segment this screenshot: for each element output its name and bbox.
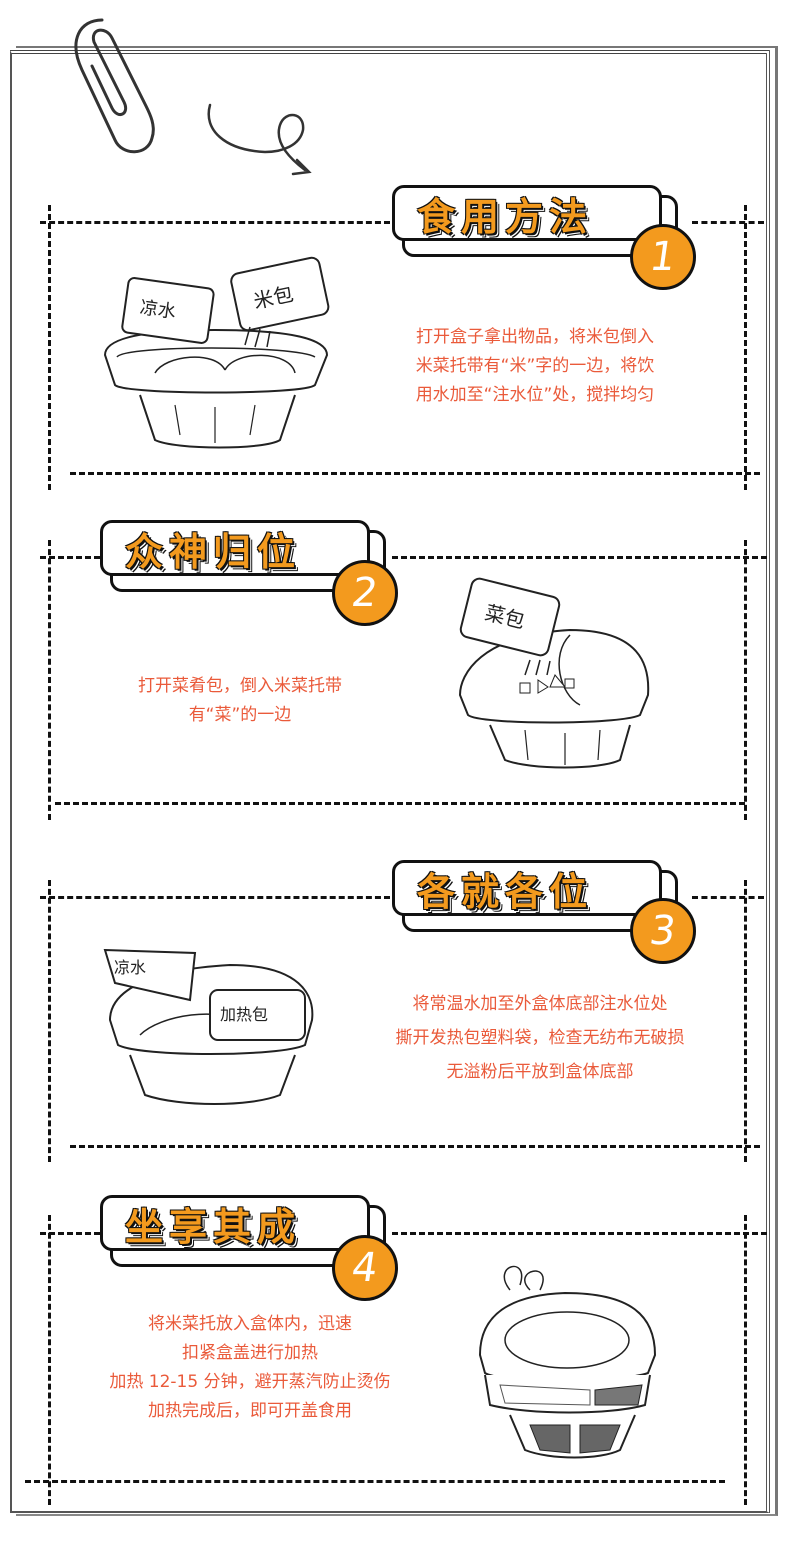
step-3-title-card: 各就各位 <box>392 860 678 932</box>
step-4-title: 坐享其成 <box>125 1204 302 1249</box>
bowl-heating-pack-illustration: 凉水 加热包 <box>103 948 314 1105</box>
step-4-number-badge: 4 <box>332 1235 398 1301</box>
svg-text:加热包: 加热包 <box>220 1005 268 1024</box>
step-1-title-card: 食用方法 <box>392 185 678 257</box>
paper-frame <box>10 50 770 1513</box>
step-2-number-badge: 2 <box>332 560 398 626</box>
step-2-description: 打开菜肴包，倒入米菜托带 有“菜”的一边 <box>138 676 342 725</box>
step-3-description: 将常温水加至外盒体底部注水位处 撕开发热包塑料袋，检查无纺布无破损 无溢粉后平放… <box>395 994 685 1082</box>
step-4-description: 将米菜托放入盒体内，迅速 扣紧盒盖进行加热 加热 12-15 分钟，避开蒸汽防止… <box>109 1314 391 1421</box>
svg-text:凉水: 凉水 <box>139 297 178 323</box>
step-2-title-card: 众神归位 <box>100 520 386 592</box>
step-4-title-card: 坐享其成 <box>100 1195 386 1267</box>
bowl-steaming-lid-illustration <box>478 1265 657 1459</box>
step-3-title: 各就各位 <box>417 869 594 914</box>
step-2-title: 众神归位 <box>125 529 302 574</box>
step-1-description: 打开盒子拿出物品，将米包倒入 米菜托带有“米”字的一边，将饮 用水加至“注水位”… <box>415 327 655 405</box>
svg-text:凉水: 凉水 <box>114 958 146 977</box>
paperclip-icon <box>74 18 155 154</box>
step-1-number-badge: 1 <box>630 224 696 290</box>
bowl-pour-vegetables-illustration: 菜包 <box>458 577 650 769</box>
step-1-title: 食用方法 <box>417 194 594 239</box>
loop-arrow-icon <box>207 103 312 176</box>
step-3-number-badge: 3 <box>630 898 696 964</box>
bowl-pour-rice-water-illustration: 凉水 米包 <box>103 256 330 449</box>
paper-back-sheet <box>16 46 778 1516</box>
